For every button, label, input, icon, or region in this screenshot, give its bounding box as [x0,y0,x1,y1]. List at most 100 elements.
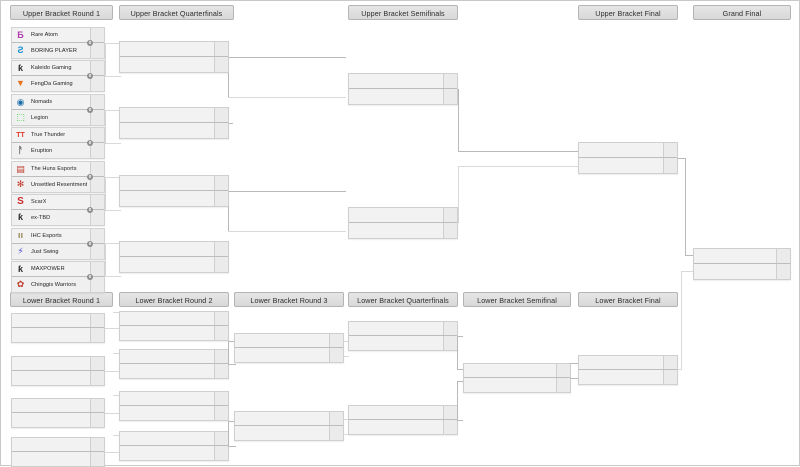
team-row[interactable] [464,378,570,392]
team-row[interactable] [120,432,228,446]
team-row[interactable]: TT True Thunder [12,128,104,143]
team-row[interactable] [120,326,228,340]
round-header-lb-r1[interactable]: Lower Bracket Round 1 [10,292,113,307]
team-row[interactable] [120,312,228,326]
team-row[interactable]: ▤ The Huns Esports [12,162,104,177]
team-row[interactable] [349,223,457,238]
team-row[interactable] [120,364,228,378]
team-row[interactable]: ƙ ex-TBD [12,210,104,225]
team-row[interactable] [12,452,104,466]
team-row[interactable] [12,357,104,371]
match-box[interactable] [348,73,458,105]
match-box[interactable]: S ScarX ƙ ex-TBD [11,194,105,226]
round-header-ub-sf[interactable]: Upper Bracket Semifinals [348,5,458,20]
match-info-icon[interactable]: 0 [87,40,93,46]
team-row[interactable] [12,413,104,427]
team-row[interactable]: ◉ Nomads [12,95,104,110]
team-row[interactable] [12,438,104,452]
team-row[interactable] [464,364,570,378]
match-box[interactable] [578,355,678,385]
round-header-ub-qf[interactable]: Upper Bracket Quarterfinals [119,5,234,20]
round-header-lb-qf[interactable]: Lower Bracket Quarterfinals [348,292,458,307]
match-box[interactable] [119,349,229,379]
match-box[interactable] [119,311,229,341]
match-box[interactable] [11,356,105,386]
round-header-ub-r1[interactable]: Upper Bracket Round 1 [10,5,113,20]
team-row[interactable] [235,412,343,426]
team-row[interactable] [579,143,677,158]
team-row[interactable] [694,264,790,279]
team-row[interactable]: Ƨ BORING PLAYER [12,43,104,58]
match-info-icon[interactable]: 0 [87,274,93,280]
match-box[interactable] [463,363,571,393]
match-box[interactable] [693,248,791,280]
team-row[interactable] [120,446,228,460]
match-info-icon[interactable]: 0 [87,107,93,113]
team-row[interactable] [120,350,228,364]
match-box[interactable]: ƙ MAXPOWER ✿ Chinggis Warriors [11,261,105,293]
match-box[interactable] [119,241,229,273]
match-info-icon[interactable]: 0 [87,207,93,213]
round-header-lb-f[interactable]: Lower Bracket Final [578,292,678,307]
team-row[interactable]: ⬚ Legion [12,110,104,125]
team-row[interactable] [235,426,343,440]
match-box[interactable]: TT True Thunder ᚨ Eruption [11,127,105,159]
team-row[interactable] [235,348,343,362]
round-header-lb-sf[interactable]: Lower Bracket Semifinal [463,292,571,307]
team-row[interactable] [694,249,790,264]
team-row[interactable]: ✿ Chinggis Warriors [12,277,104,292]
team-row[interactable] [120,108,228,123]
team-row[interactable]: ⚡ Just Swing [12,244,104,259]
team-row[interactable] [12,314,104,328]
team-row[interactable] [579,356,677,370]
match-box[interactable] [11,437,105,467]
match-box[interactable] [119,175,229,207]
match-box[interactable] [119,107,229,139]
match-box[interactable] [11,313,105,343]
team-row[interactable]: Б Rare Atom [12,28,104,43]
match-info-icon[interactable]: 0 [87,73,93,79]
round-header-ub-f[interactable]: Upper Bracket Final [578,5,678,20]
match-box[interactable] [234,411,344,441]
team-row[interactable] [120,406,228,420]
team-row[interactable] [579,370,677,384]
round-header-lb-r3[interactable]: Lower Bracket Round 3 [234,292,344,307]
team-row[interactable]: ᚨ Eruption [12,143,104,158]
team-row[interactable] [120,123,228,138]
match-box[interactable] [119,41,229,73]
team-row[interactable] [349,322,457,336]
team-row[interactable]: ƙ MAXPOWER [12,262,104,277]
team-row[interactable] [120,242,228,257]
match-info-icon[interactable]: 0 [87,140,93,146]
match-box[interactable] [119,391,229,421]
team-row[interactable] [12,328,104,342]
team-row[interactable]: S ScarX [12,195,104,210]
match-box[interactable]: Б Rare Atom Ƨ BORING PLAYER [11,27,105,59]
team-row[interactable] [120,191,228,206]
round-header-grand-final[interactable]: Grand Final [693,5,791,20]
match-box[interactable] [119,431,229,461]
match-box[interactable] [348,321,458,351]
team-row[interactable] [349,420,457,434]
team-row[interactable]: ▼ FengDa Gaming [12,76,104,91]
team-row[interactable] [12,399,104,413]
team-row[interactable] [120,176,228,191]
team-row[interactable] [349,89,457,104]
match-box[interactable] [234,333,344,363]
team-row[interactable] [12,371,104,385]
team-row[interactable] [120,392,228,406]
match-box[interactable] [11,398,105,428]
team-row[interactable] [120,42,228,57]
round-header-lb-r2[interactable]: Lower Bracket Round 2 [119,292,229,307]
team-row[interactable] [349,74,457,89]
team-row[interactable] [235,334,343,348]
team-row[interactable]: ⅠⅠ IHC Esports [12,229,104,244]
match-box[interactable] [578,142,678,174]
match-info-icon[interactable]: 0 [87,174,93,180]
match-box[interactable]: ▤ The Huns Esports ✻ Unsettled Resentmen… [11,161,105,193]
team-row[interactable] [120,257,228,272]
team-row[interactable] [349,208,457,223]
match-box[interactable] [348,207,458,239]
team-row[interactable] [579,158,677,173]
team-row[interactable] [349,336,457,350]
